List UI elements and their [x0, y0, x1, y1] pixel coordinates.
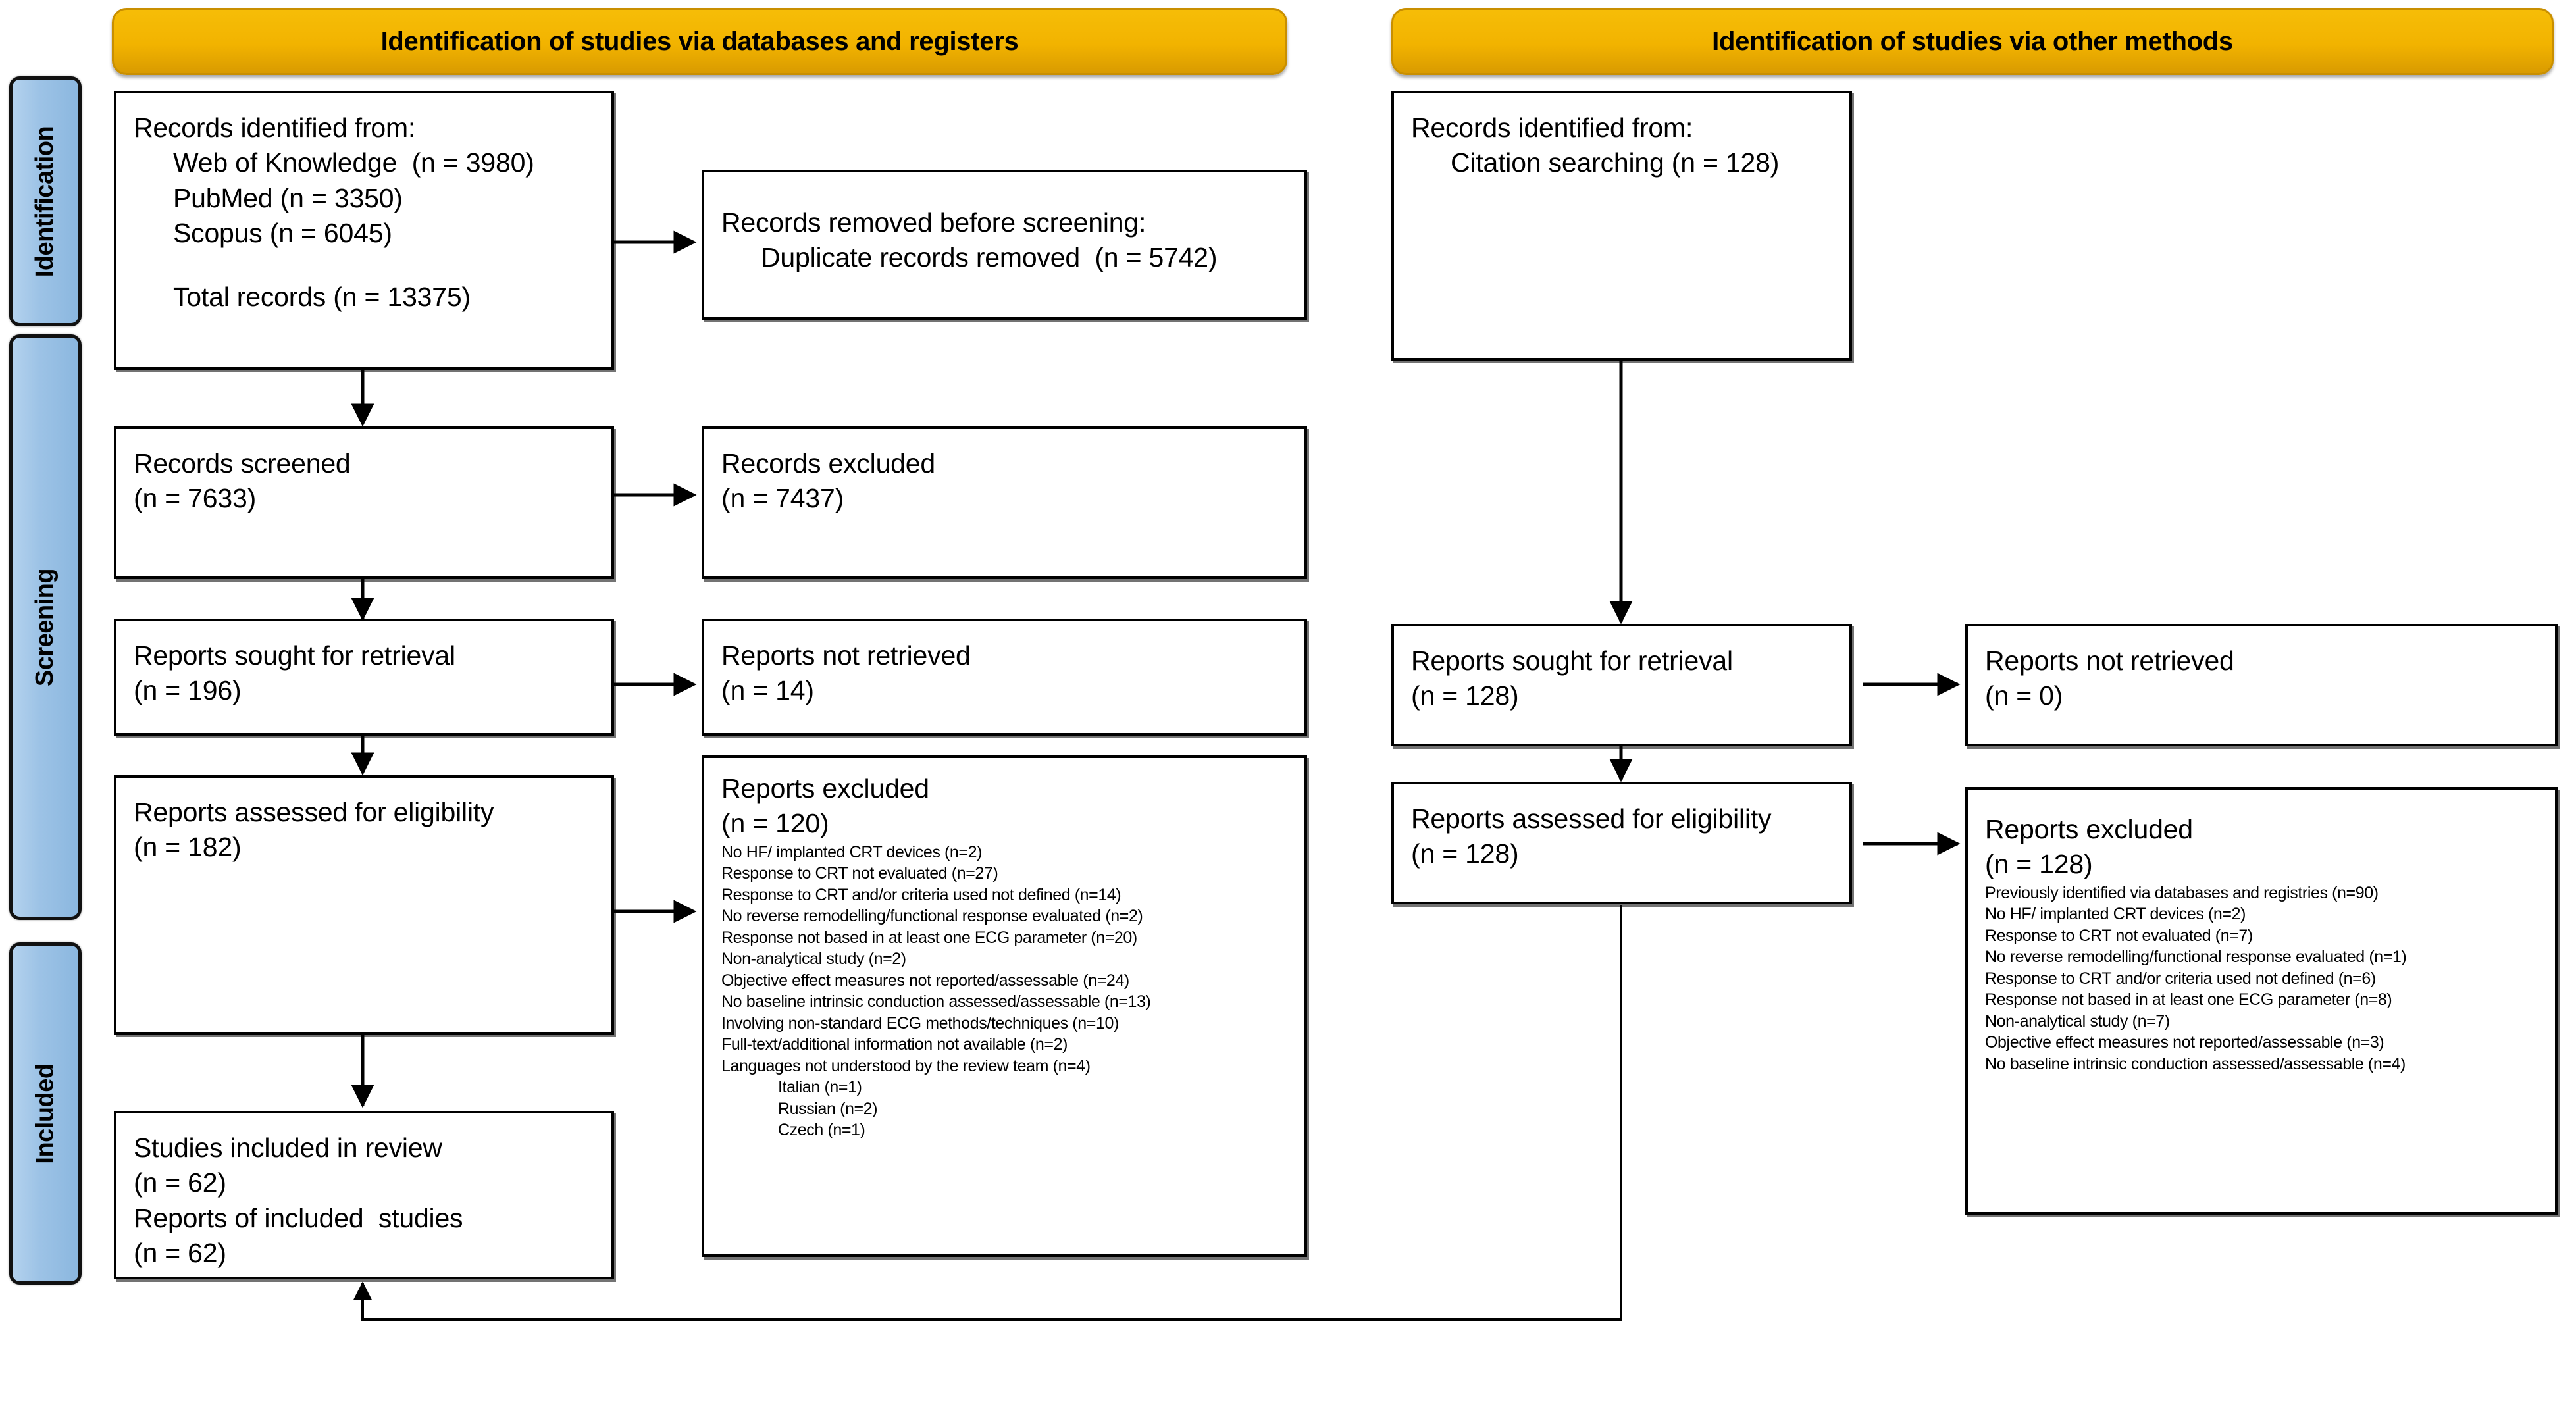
records-identified-spacer [134, 251, 597, 280]
box-records-excluded: Records excluded (n = 7437) [702, 426, 1307, 579]
box-reports-not-retrieved-other: Reports not retrieved (n = 0) [1965, 624, 2558, 746]
reports-excluded-reason-4: Response not based in at least one ECG p… [721, 928, 1137, 947]
header-databases-registers-label: Identification of studies via databases … [380, 26, 1019, 56]
reports-excluded-language-russian: Russian (n=2) [778, 1099, 878, 1118]
other-reports-excluded-reason-2: Response to CRT not evaluated (n=7) [1985, 926, 2253, 945]
reports-sought-title: Reports sought for retrieval [134, 640, 455, 671]
reports-not-retrieved-count: (n = 14) [721, 675, 814, 706]
reports-of-included-studies-count: (n = 62) [134, 1237, 226, 1268]
studies-included-title: Studies included in review [134, 1133, 442, 1163]
header-databases-registers: Identification of studies via databases … [112, 8, 1287, 75]
box-reports-assessed-databases: Reports assessed for eligibility (n = 18… [114, 775, 614, 1035]
other-reports-excluded-reason-8: No baseline intrinsic conduction assesse… [1985, 1054, 2406, 1073]
other-records-identified-source-citation-searching: Citation searching (n = 128) [1451, 147, 1780, 178]
reports-excluded-reason-0: No HF/ implanted CRT devices (n=2) [721, 842, 983, 861]
box-studies-included: Studies included in review (n = 62) Repo… [114, 1111, 614, 1279]
reports-excluded-reason-6: Objective effect measures not reported/a… [721, 971, 1129, 990]
records-identified-source-pubmed: PubMed (n = 3350) [173, 182, 403, 213]
other-reports-assessed-title: Reports assessed for eligibility [1411, 804, 1772, 834]
box-reports-not-retrieved-databases: Reports not retrieved (n = 14) [702, 619, 1307, 736]
box-reports-excluded-databases: Reports excluded (n = 120) No HF/ implan… [702, 755, 1307, 1257]
reports-not-retrieved-title: Reports not retrieved [721, 640, 971, 671]
studies-included-count: (n = 62) [134, 1167, 226, 1198]
records-screened-title: Records screened [134, 448, 351, 478]
reports-excluded-reason-8: Involving non-standard ECG methods/techn… [721, 1013, 1119, 1033]
reports-excluded-reason-1: Response to CRT not evaluated (n=27) [721, 864, 998, 883]
records-removed-title: Records removed before screening: [721, 207, 1146, 238]
reports-excluded-reason-9: Full-text/additional information not ava… [721, 1035, 1068, 1054]
reports-excluded-language-czech: Czech (n=1) [778, 1121, 865, 1140]
box-reports-sought-other: Reports sought for retrieval (n = 128) [1391, 624, 1852, 746]
other-reports-excluded-reason-6: Non-analytical study (n=7) [1985, 1011, 2170, 1031]
records-identified-title: Records identified from: [134, 113, 416, 143]
reports-excluded-reason-5: Non-analytical study (n=2) [721, 950, 906, 969]
other-reports-not-retrieved-count: (n = 0) [1985, 680, 2063, 711]
reports-sought-count: (n = 196) [134, 675, 242, 706]
stage-rail-screening: Screening [9, 334, 82, 920]
box-records-removed-before-screening: Records removed before screening: Duplic… [702, 170, 1307, 320]
stage-rail-identification-label: Identification [31, 126, 59, 277]
box-records-screened: Records screened (n = 7633) [114, 426, 614, 579]
reports-excluded-title: Reports excluded [721, 773, 929, 804]
stage-rail-identification: Identification [9, 76, 82, 326]
reports-assessed-count: (n = 182) [134, 832, 242, 863]
header-other-methods-label: Identification of studies via other meth… [1712, 26, 2233, 56]
reports-excluded-reason-10: Languages not understood by the review t… [721, 1056, 1091, 1075]
box-records-identified-databases: Records identified from: Web of Knowledg… [114, 91, 614, 370]
box-reports-sought-databases: Reports sought for retrieval (n = 196) [114, 619, 614, 736]
box-reports-excluded-other: Reports excluded (n = 128) Previously id… [1965, 787, 2558, 1215]
reports-assessed-title: Reports assessed for eligibility [134, 797, 494, 827]
records-identified-source-scopus: Scopus (n = 6045) [173, 217, 392, 248]
other-reports-excluded-reason-1: No HF/ implanted CRT devices (n=2) [1985, 905, 2246, 924]
other-reports-excluded-reason-7: Objective effect measures not reported/a… [1985, 1033, 2384, 1052]
other-records-identified-title: Records identified from: [1411, 113, 1693, 143]
reports-excluded-reason-2: Response to CRT and/or criteria used not… [721, 885, 1121, 904]
other-reports-excluded-count: (n = 128) [1985, 849, 2093, 880]
other-reports-sought-title: Reports sought for retrieval [1411, 646, 1733, 676]
stage-rail-screening-label: Screening [31, 568, 59, 686]
stage-rail-included-label: Included [31, 1063, 59, 1164]
reports-excluded-reason-7: No baseline intrinsic conduction assesse… [721, 992, 1151, 1011]
other-reports-excluded-reason-0: Previously identified via databases and … [1985, 883, 2379, 902]
records-removed-duplicate: Duplicate records removed (n = 5742) [761, 242, 1218, 273]
records-excluded-title: Records excluded [721, 448, 935, 478]
records-identified-total: Total records (n = 13375) [173, 282, 471, 313]
other-reports-excluded-reason-5: Response not based in at least one ECG p… [1985, 990, 2392, 1009]
other-reports-sought-count: (n = 128) [1411, 680, 1519, 711]
records-identified-source-web-of-knowledge: Web of Knowledge (n = 3980) [173, 147, 534, 178]
reports-excluded-reason-3: No reverse remodelling/functional respon… [721, 907, 1143, 926]
other-reports-not-retrieved-title: Reports not retrieved [1985, 646, 2234, 676]
reports-of-included-studies-title: Reports of included studies [134, 1202, 463, 1233]
stage-rail-included: Included [9, 942, 82, 1285]
reports-excluded-language-italian: Italian (n=1) [778, 1078, 862, 1097]
other-reports-excluded-reason-3: No reverse remodelling/functional respon… [1985, 948, 2407, 967]
other-reports-excluded-title: Reports excluded [1985, 814, 2193, 844]
records-screened-count: (n = 7633) [134, 483, 257, 514]
records-excluded-count: (n = 7437) [721, 483, 844, 514]
other-reports-assessed-count: (n = 128) [1411, 838, 1519, 869]
box-reports-assessed-other: Reports assessed for eligibility (n = 12… [1391, 782, 1852, 904]
header-other-methods: Identification of studies via other meth… [1391, 8, 2554, 75]
box-records-identified-other: Records identified from: Citation search… [1391, 91, 1852, 361]
reports-excluded-count: (n = 120) [721, 808, 829, 839]
other-reports-excluded-reason-4: Response to CRT and/or criteria used not… [1985, 969, 2376, 988]
